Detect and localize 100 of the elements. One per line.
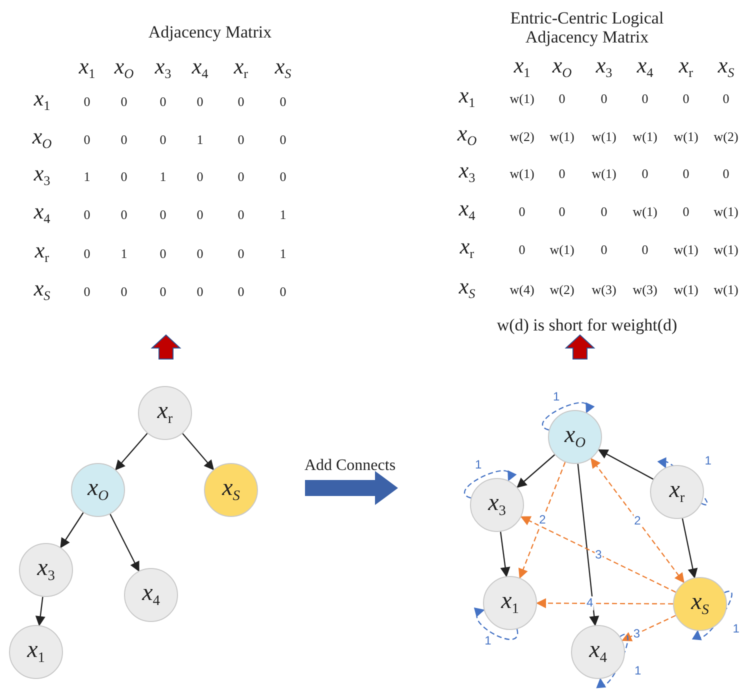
matrix-cell: 0	[84, 208, 90, 222]
matrix-cell: 0	[600, 92, 608, 106]
matrix-cell: 0	[238, 170, 244, 184]
arrow	[182, 433, 214, 470]
node-label: x$_{1}$	[501, 589, 519, 617]
edge-label: 3	[632, 627, 642, 640]
matrix-cell: 1	[160, 170, 166, 184]
matrix-cell: 0	[238, 246, 244, 262]
matrix-cell: 0	[238, 94, 244, 110]
node-label: x$_{4}$	[589, 638, 607, 666]
node-circle	[204, 463, 258, 517]
matrix-cell: 0	[518, 204, 526, 220]
matrix-cell: 0	[682, 166, 690, 182]
self-loop-arrow	[464, 470, 516, 499]
column-header: x$_{S}$	[274, 54, 292, 82]
column-header: x$_{4}$	[192, 54, 208, 82]
matrix-cell: 0	[196, 170, 204, 184]
arrow	[516, 454, 556, 488]
self-loop-arrow	[474, 609, 518, 640]
matrix-cell: w(1)	[674, 242, 698, 258]
node-circle	[9, 625, 63, 679]
node-label: x$_{O}$	[87, 476, 109, 504]
column-header: x$_{3}$	[154, 54, 172, 82]
matrix-cell: w(3)	[632, 282, 658, 298]
matrix-cell: 0	[84, 284, 90, 300]
node-label: x$_{S}$	[222, 476, 240, 504]
matrix-cell: 0	[160, 132, 166, 148]
matrix-cell: 0	[682, 92, 690, 106]
row-header: x$_{1}$	[458, 83, 476, 111]
matrix-cell: 0	[722, 92, 730, 106]
arrow	[622, 614, 676, 642]
matrix-cell: 0	[120, 208, 128, 222]
matrix-cell: w(3)	[592, 282, 616, 298]
matrix-cell: 0	[600, 242, 608, 258]
step-label: Add Connects	[304, 457, 396, 475]
node-circle	[483, 576, 537, 630]
matrix-cell: w(1)	[550, 130, 574, 144]
matrix-cell: 0	[642, 92, 648, 106]
arrow	[110, 514, 140, 572]
arrow	[518, 462, 566, 579]
edge-label: 1	[634, 664, 642, 678]
matrix-cell: w(1)	[592, 166, 616, 182]
arrow	[590, 458, 684, 584]
matrix-cell: 0	[280, 170, 286, 184]
matrix-cell: w(1)	[714, 282, 738, 298]
matrix-cell: 0	[280, 284, 286, 300]
row-header: x$_{r}$	[460, 234, 474, 262]
row-header: x$_{4}$	[34, 199, 50, 227]
matrix-cell: 0	[642, 166, 648, 182]
matrix-cell: 1	[120, 246, 128, 262]
matrix-title: Adjacency Matrix	[148, 24, 272, 42]
matrix-cell: w(1)	[674, 282, 698, 298]
matrix-cell: 1	[196, 132, 204, 148]
matrix-cell: 0	[600, 204, 608, 220]
matrix-cell: 0	[120, 94, 128, 110]
column-header: x$_{r}$	[234, 54, 248, 82]
column-header: x$_{S}$	[718, 53, 734, 81]
edge-label: 2	[538, 513, 547, 527]
matrix-cell: 0	[642, 242, 648, 258]
matrix-cell: w(4)	[510, 282, 534, 298]
matrix-cell: 1	[280, 246, 286, 262]
matrix-cell: w(1)	[632, 130, 658, 144]
matrix-cell: 0	[238, 284, 244, 300]
matrix-cell: 0	[280, 94, 286, 110]
row-header: x$_{1}$	[34, 86, 50, 114]
self-loop-arrow	[542, 402, 594, 431]
matrix-cell: w(1)	[510, 92, 534, 106]
matrix-cell: 1	[280, 208, 286, 222]
matrix-cell: 0	[120, 284, 128, 300]
matrix-cell: 1	[84, 170, 90, 184]
matrix-cell: 0	[160, 94, 166, 110]
edge-label: 3	[594, 548, 603, 562]
matrix-cell: 0	[558, 204, 566, 220]
matrix-cell: 0	[558, 166, 566, 182]
arrow	[598, 449, 654, 480]
matrix-cell: w(1)	[592, 130, 616, 144]
matrix-cell: w(2)	[550, 282, 574, 298]
node-label: x$_{O}$	[564, 423, 586, 451]
matrix-cell: 0	[84, 246, 90, 262]
matrix-cell: 0	[518, 242, 526, 258]
matrix-cell: 0	[196, 94, 204, 110]
node-circle	[124, 568, 178, 622]
matrix-cell: 0	[196, 208, 204, 222]
row-header: x$_{r}$	[34, 238, 50, 266]
matrix-cell: 0	[196, 284, 204, 300]
row-header: x$_{3}$	[458, 158, 476, 186]
matrix-cell: 0	[682, 204, 690, 220]
node-label: x$_{S}$	[691, 590, 709, 618]
arrow	[500, 532, 510, 578]
node-label: x$_{r}$	[157, 399, 173, 427]
arrow	[60, 512, 84, 548]
column-header: x$_{r}$	[678, 53, 694, 81]
node-circle	[19, 543, 73, 597]
matrix-cell: w(1)	[510, 166, 534, 182]
matrix-cell: 0	[558, 92, 566, 106]
row-header: x$_{S}$	[34, 276, 50, 304]
column-header: x$_{4}$	[636, 53, 654, 81]
matrix-cell: w(1)	[714, 242, 738, 258]
arrow	[577, 464, 600, 626]
row-header: x$_{O}$	[32, 124, 52, 152]
